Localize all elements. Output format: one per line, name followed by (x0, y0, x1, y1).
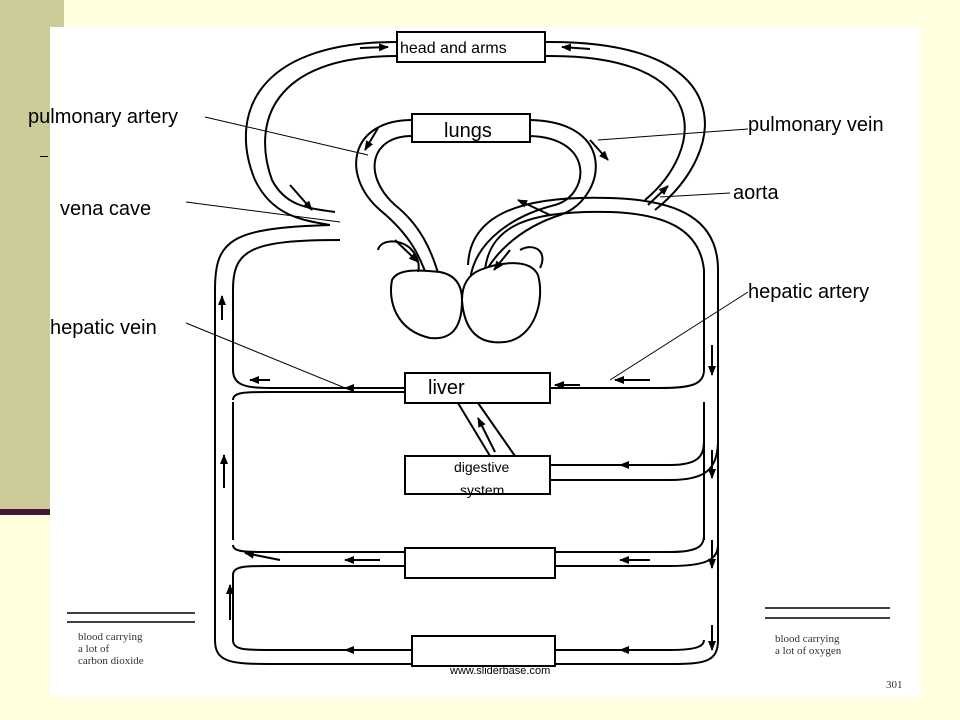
lungs-loop (355, 119, 597, 286)
digestive-box (404, 455, 551, 495)
legend-right-line-2: a lot of oxygen (775, 645, 842, 657)
heart (377, 240, 544, 344)
watermark: www.sliderbase.com (449, 665, 550, 677)
page-mark: 301 (886, 679, 903, 691)
legend-left-line-1: blood carrying (78, 631, 143, 643)
body-loop (214, 224, 719, 665)
bottom-organ-box (411, 635, 556, 667)
head-loop (244, 40, 706, 226)
flow-arrows (218, 43, 716, 654)
liver-branch-lines (232, 391, 705, 540)
label-vena-cave: vena cave (60, 198, 151, 220)
label-digestive: digestive (454, 459, 509, 475)
label-liver: liver (428, 377, 465, 399)
label-system: system (460, 482, 504, 498)
liver-box (404, 372, 551, 404)
label-lungs: lungs (444, 120, 492, 142)
bottom-lines (232, 639, 705, 651)
pointer-lines (185, 116, 749, 391)
lower-organ (232, 534, 719, 640)
label-hepatic-artery: hepatic artery (748, 281, 869, 303)
label-pulmonary-artery: pulmonary artery (28, 106, 178, 128)
legend-left-line-2: a lot of (78, 643, 109, 655)
label-aorta: aorta (733, 182, 779, 204)
legend-rules (67, 607, 890, 623)
aorta-arch (467, 196, 719, 271)
side-rule (0, 509, 52, 515)
label-hepatic-vein: hepatic vein (50, 317, 157, 339)
side-dash (40, 156, 48, 157)
legend-left-line-3: carbon dioxide (78, 655, 144, 667)
digestive-lines (550, 439, 719, 481)
label-pulmonary-vein: pulmonary vein (748, 114, 884, 136)
lungs-box (411, 113, 531, 143)
legend-right-line-1: blood carrying (775, 633, 840, 645)
head-box (396, 31, 546, 63)
digestive-connector (457, 402, 516, 457)
label-head-and-arms: head and arms (400, 40, 507, 57)
